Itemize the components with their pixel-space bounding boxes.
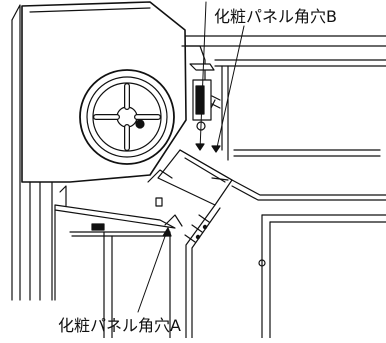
lower-frame bbox=[29, 169, 183, 339]
unit-frame bbox=[11, 4, 386, 301]
hinge-bracket bbox=[181, 45, 221, 131]
callout-corner-hole-a: 化粧パネル角穴A bbox=[58, 316, 181, 335]
corner-frame bbox=[157, 149, 386, 339]
leader-lines bbox=[137, 1, 245, 313]
right-panel bbox=[258, 214, 386, 339]
fan-grille bbox=[79, 69, 175, 165]
callout-corner-hole-b: 化粧パネル角穴B bbox=[214, 7, 337, 26]
